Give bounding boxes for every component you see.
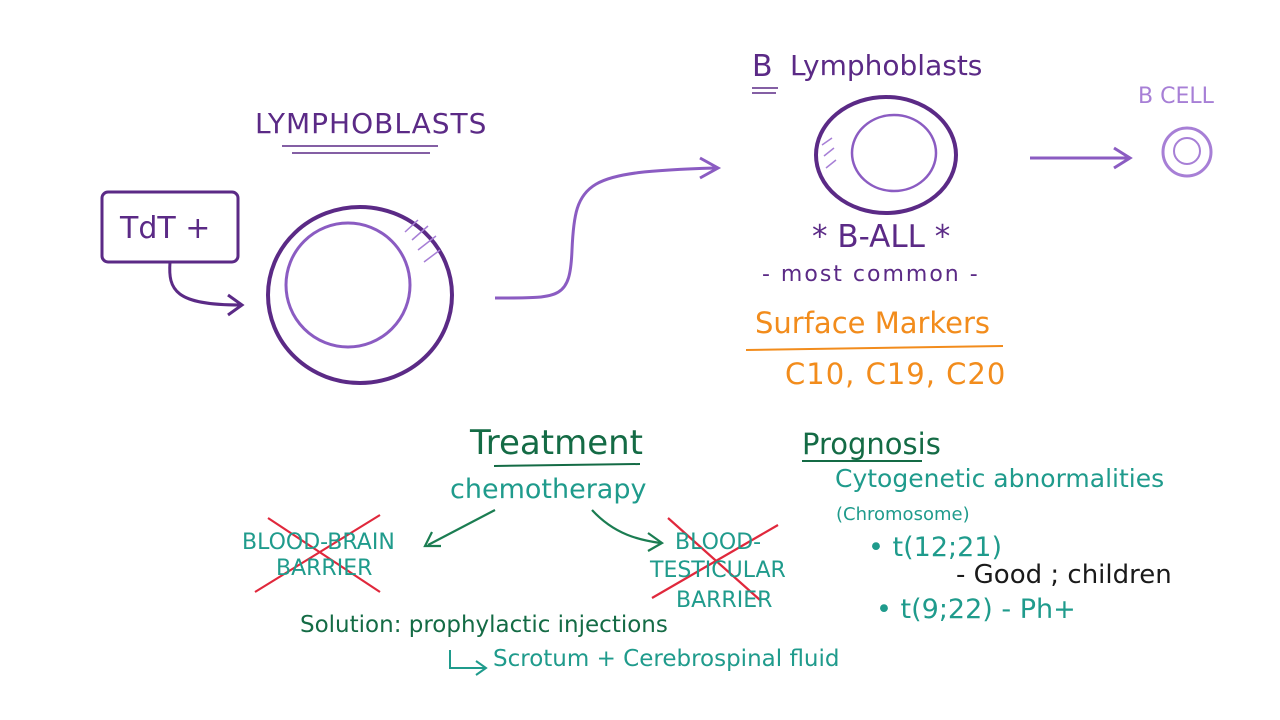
prognosis-title: Prognosis (802, 427, 941, 461)
brain-barrier-line2: BARRIER (276, 556, 373, 581)
b-title-rest: Lymphoblasts (790, 49, 983, 82)
arrowhead-brain-barrier (423, 531, 441, 548)
lymphoblast-cell-nucleus (284, 221, 412, 349)
lymphoblasts-title: LYMPHOBLASTS (255, 107, 488, 140)
b-lymphoblast-cell-nucleus (850, 113, 938, 193)
testicular-barrier-line3: BARRIER (676, 588, 773, 613)
tdt-label: TdT + (120, 211, 211, 246)
prognosis-subtitle: Cytogenetic abnormalities (835, 464, 1165, 493)
treatment-underline (493, 463, 641, 467)
surface-markers-underline (745, 345, 1004, 351)
b-lymphoblast-cell-outer (814, 95, 958, 215)
prognosis-item1-detail: - Good ; children (956, 560, 1172, 590)
arrow-to-brain-barrier (427, 509, 496, 546)
lymphoblast-cell-shading (404, 219, 441, 263)
lymphoblast-title-underline (282, 145, 438, 154)
sites-hook-arrowhead (475, 660, 488, 676)
sites-hook-arrow (449, 650, 485, 669)
differentiation-arrow (494, 166, 716, 300)
b-all-label: * B-ALL * (812, 219, 951, 255)
b-cell-inner (1173, 137, 1201, 165)
prognosis-item2: • t(9;22) - Ph+ (876, 594, 1076, 625)
b-title-underline (752, 87, 778, 94)
prognosis-item1-text: t(12;21) (892, 532, 1002, 563)
arrowhead-testicular-barrier (647, 532, 665, 552)
treatment-method: chemotherapy (450, 474, 647, 505)
b-lymphoblast-shading (821, 137, 837, 169)
brain-barrier-cross (254, 514, 381, 593)
treatment-title: Treatment (470, 423, 644, 463)
solution-text: Solution: prophylactic injections (300, 612, 668, 638)
prognosis-item2-text: t(9;22) - Ph+ (900, 594, 1076, 625)
testicular-barrier-line2: TESTICULAR (650, 558, 786, 583)
differentiation-arrowhead (699, 156, 722, 180)
tdt-arrow (168, 261, 241, 307)
tdt-arrowhead (227, 293, 245, 317)
surface-markers-title: Surface Markers (755, 306, 991, 340)
prognosis-item1: • t(12;21) (868, 532, 1002, 563)
b-title-initial: B (752, 49, 773, 84)
b-cell-arrowhead (1113, 146, 1133, 170)
arrow-to-testicular-barrier (591, 509, 661, 545)
sites-text: Scrotum + Cerebrospinal fluid (493, 646, 840, 672)
most-common-label: - most common - (762, 262, 980, 287)
surface-markers-values: C10, C19, C20 (785, 357, 1007, 391)
lymphoblast-cell-outer (266, 205, 454, 385)
b-cell-label: B CELL (1138, 84, 1214, 109)
prognosis-note: (Chromosome) (836, 504, 970, 525)
testicular-barrier-line1: BLOOD- (675, 530, 762, 555)
testicular-barrier-cross (651, 517, 779, 601)
brain-barrier-line1: BLOOD-BRAIN (242, 530, 395, 555)
b-cell-outer (1161, 126, 1213, 178)
